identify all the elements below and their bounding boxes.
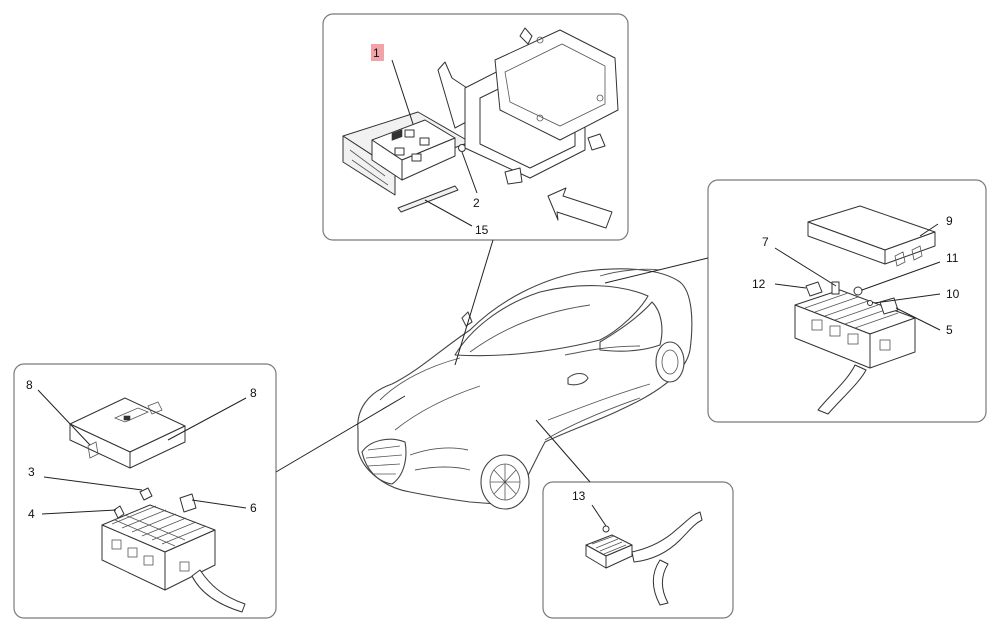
callout-9: 9: [946, 214, 953, 228]
callout-11: 11: [946, 251, 959, 265]
left-detail-panel: 8 8 3 4 6: [13, 363, 406, 619]
callout-8-right: 8: [250, 386, 257, 400]
right-detail-panel: 9 7 11 12 10 5: [604, 179, 987, 423]
callout-2: 2: [473, 196, 480, 210]
callout-15: 15: [475, 223, 489, 237]
callout-5: 5: [946, 323, 953, 337]
callout-6: 6: [250, 501, 257, 515]
callout-7: 7: [762, 235, 769, 249]
callout-13: 13: [572, 489, 586, 503]
callout-1-highlight: [371, 44, 384, 61]
callout-1: 1: [373, 46, 380, 60]
bottom-detail-panel: 13: [535, 419, 734, 619]
callout-12: 12: [752, 277, 766, 291]
car-illustration: [357, 268, 693, 510]
callout-10: 10: [946, 287, 960, 301]
callout-8-left: 8: [26, 378, 33, 392]
top-detail-panel: 1 2 15: [322, 13, 629, 366]
callout-3: 3: [28, 465, 35, 479]
callout-4: 4: [28, 507, 35, 521]
